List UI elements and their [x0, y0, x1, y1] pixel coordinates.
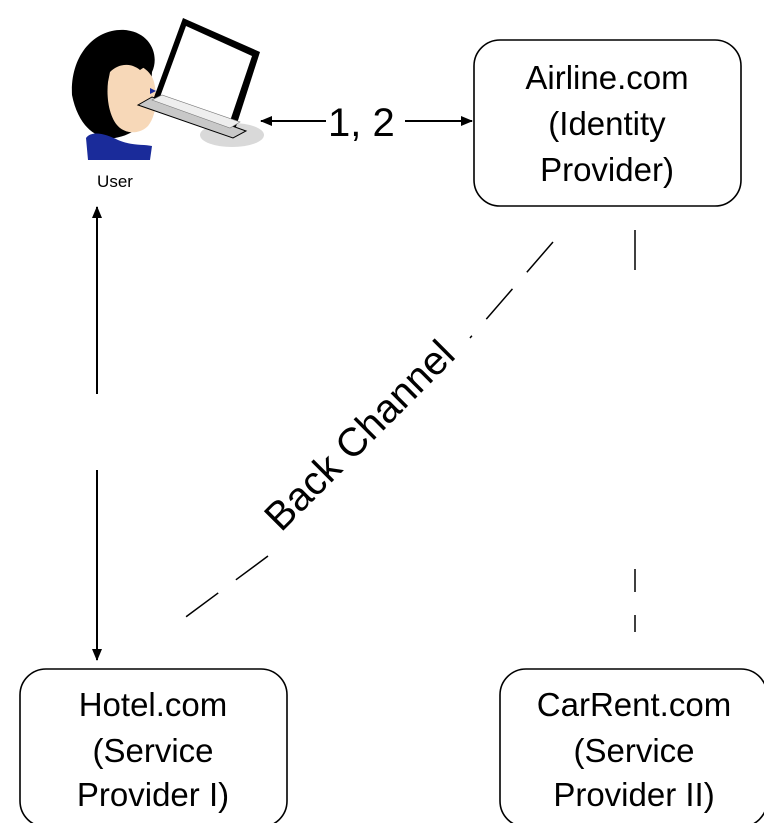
hotel-node-line-1: Hotel.com: [79, 686, 228, 723]
airline-node: Airline.com (Identity Provider): [473, 39, 742, 207]
carrent-node-line-1: CarRent.com: [537, 686, 731, 723]
user-label: User: [97, 172, 133, 191]
user-airline-edge: 1, 2: [260, 101, 473, 145]
back-channel-line-lower: [174, 555, 269, 626]
back-channel-edge: Back Channel: [174, 241, 554, 626]
person-icon: [71, 29, 156, 160]
airline-node-line-1: Airline.com: [525, 59, 688, 96]
user-airline-edge-label: 1, 2: [328, 101, 395, 145]
hotel-node-line-3: Provider I): [77, 776, 229, 813]
carrent-node-line-2: (Service: [573, 732, 694, 769]
airline-node-line-3: Provider): [540, 151, 674, 188]
airline-node-line-2: (Identity: [548, 105, 666, 142]
back-channel-line-upper: [469, 241, 554, 339]
carrent-node: CarRent.com (Service Provider II): [499, 668, 764, 823]
hotel-node-line-2: (Service: [92, 732, 213, 769]
carrent-node-line-3: Provider II): [553, 776, 714, 813]
laptop-icon: [136, 18, 264, 147]
back-channel-label: Back Channel: [256, 332, 463, 539]
hotel-node: Hotel.com (Service Provider I): [19, 668, 288, 823]
